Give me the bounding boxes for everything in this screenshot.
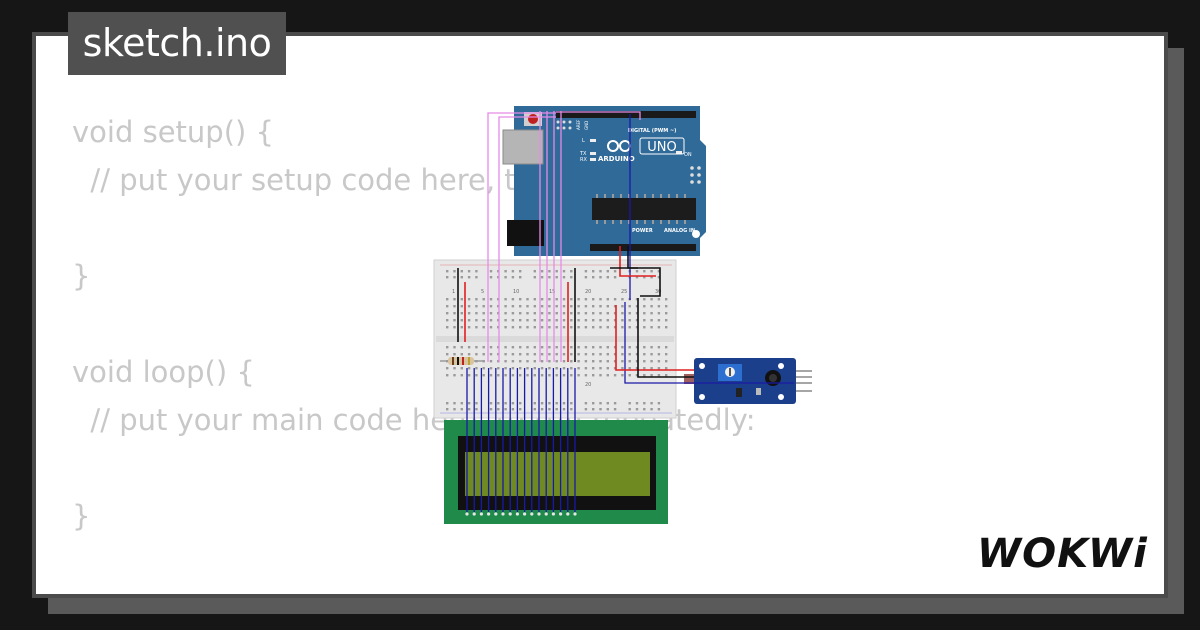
code-line: void setup() { <box>72 115 274 149</box>
rx-led-label: RX <box>580 157 587 163</box>
lcd-1602[interactable] <box>444 420 668 524</box>
lcd-pin-holes <box>465 512 577 516</box>
column-number: 1 <box>452 289 455 295</box>
tx-led-label: TX <box>579 151 587 157</box>
uno-label: UNO <box>647 140 676 155</box>
column-number: 10 <box>513 289 519 295</box>
wokwi-logo: WOKWi <box>977 531 1148 575</box>
column-number: 15 <box>549 289 555 295</box>
gnd-pin-label: GND <box>584 121 589 130</box>
column-number: 20 <box>585 289 591 295</box>
digital-label: DIGITAL (PWM ~) <box>628 128 676 134</box>
resistor[interactable] <box>440 357 484 365</box>
sound-sensor-module[interactable] <box>684 358 812 404</box>
arduino-brand-label: ARDUINO <box>598 155 635 163</box>
mounting-holes <box>692 230 700 238</box>
column-number: 20 <box>585 382 591 388</box>
code-line: } <box>72 499 91 533</box>
aref-label: AREF <box>576 119 581 130</box>
code-line: void loop() { <box>72 355 255 389</box>
breadboard[interactable]: 1 5 10 15 20 25 30 20 <box>433 259 677 419</box>
column-number: 25 <box>621 289 627 295</box>
arduino-uno-board[interactable]: UNO ARDUINO DIGITAL (PWM ~) POWER ANALOG… <box>502 106 706 256</box>
analog-label: ANALOG IN <box>664 228 695 234</box>
column-number: 5 <box>481 289 484 295</box>
code-line: } <box>72 259 91 293</box>
breadboard-column-numbers: 1 5 10 15 20 25 30 20 <box>452 289 661 388</box>
power-label: POWER <box>632 228 653 234</box>
filename-tab[interactable]: sketch.ino <box>68 12 286 75</box>
wires <box>457 111 794 512</box>
on-led-label: ON <box>684 152 692 158</box>
wokwi-logo-text: WOKWi <box>977 531 1148 575</box>
l-led-label: L <box>582 138 585 144</box>
column-number: 30 <box>655 289 661 295</box>
